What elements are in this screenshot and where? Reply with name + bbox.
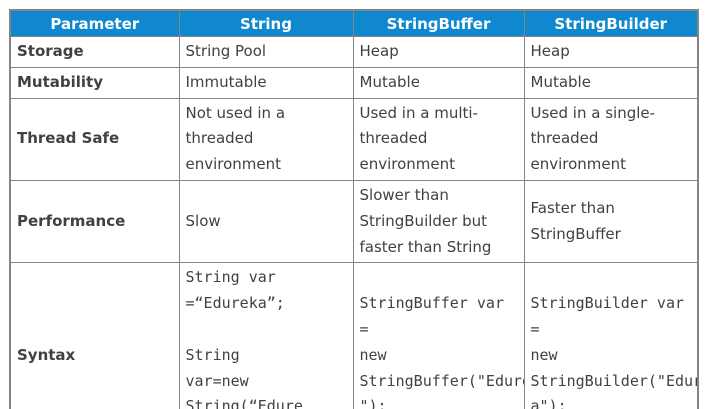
table-row-mutability: Mutability Immutable Mutable Mutable bbox=[9, 66, 699, 99]
cell-storage-string: String Pool bbox=[178, 36, 354, 68]
row-label-thread-safe: Thread Safe bbox=[9, 97, 180, 181]
row-label-performance: Performance bbox=[9, 179, 180, 264]
cell-syntax-stringbuffer-code: StringBuffer var = new StringBuffer("Edu… bbox=[352, 262, 525, 409]
column-header-stringbuilder: StringBuilder bbox=[523, 9, 699, 37]
row-label-storage: Storage bbox=[9, 36, 180, 68]
table-row-syntax: Syntax String var =“Edureka”; String var… bbox=[9, 262, 699, 409]
cell-storage-stringbuilder: Heap bbox=[523, 36, 699, 68]
table-row-storage: Storage String Pool Heap Heap bbox=[9, 36, 699, 68]
cell-mutability-stringbuilder: Mutable bbox=[523, 66, 699, 99]
cell-storage-stringbuffer: Heap bbox=[352, 36, 525, 68]
cell-performance-stringbuffer: Slower than StringBuilder but faster tha… bbox=[352, 179, 525, 264]
cell-performance-stringbuilder: Faster than StringBuffer bbox=[523, 179, 699, 264]
cell-syntax-string-code: String var =“Edureka”; String var=new St… bbox=[178, 262, 354, 409]
cell-thread-safe-string: Not used in a threaded environment bbox=[178, 97, 354, 181]
column-header-parameter: Parameter bbox=[9, 9, 180, 37]
table-row-thread-safe: Thread Safe Not used in a threaded envir… bbox=[9, 97, 699, 181]
cell-mutability-stringbuffer: Mutable bbox=[352, 66, 525, 99]
cell-thread-safe-stringbuilder: Used in a single- threaded environment bbox=[523, 97, 699, 181]
cell-performance-string: Slow bbox=[178, 179, 354, 264]
cell-thread-safe-stringbuffer: Used in a multi- threaded environment bbox=[352, 97, 525, 181]
row-label-syntax: Syntax bbox=[9, 262, 180, 409]
column-header-stringbuffer: StringBuffer bbox=[352, 9, 525, 37]
cell-mutability-string: Immutable bbox=[178, 66, 354, 99]
comparison-table: Parameter String StringBuffer StringBuil… bbox=[9, 9, 699, 409]
row-label-mutability: Mutability bbox=[9, 66, 180, 99]
cell-syntax-stringbuilder-code: StringBuilder var = new StringBuilder("E… bbox=[523, 262, 699, 409]
table-row-performance: Performance Slow Slower than StringBuild… bbox=[9, 179, 699, 264]
header-row: Parameter String StringBuffer StringBuil… bbox=[9, 9, 699, 37]
column-header-string: String bbox=[178, 9, 354, 37]
